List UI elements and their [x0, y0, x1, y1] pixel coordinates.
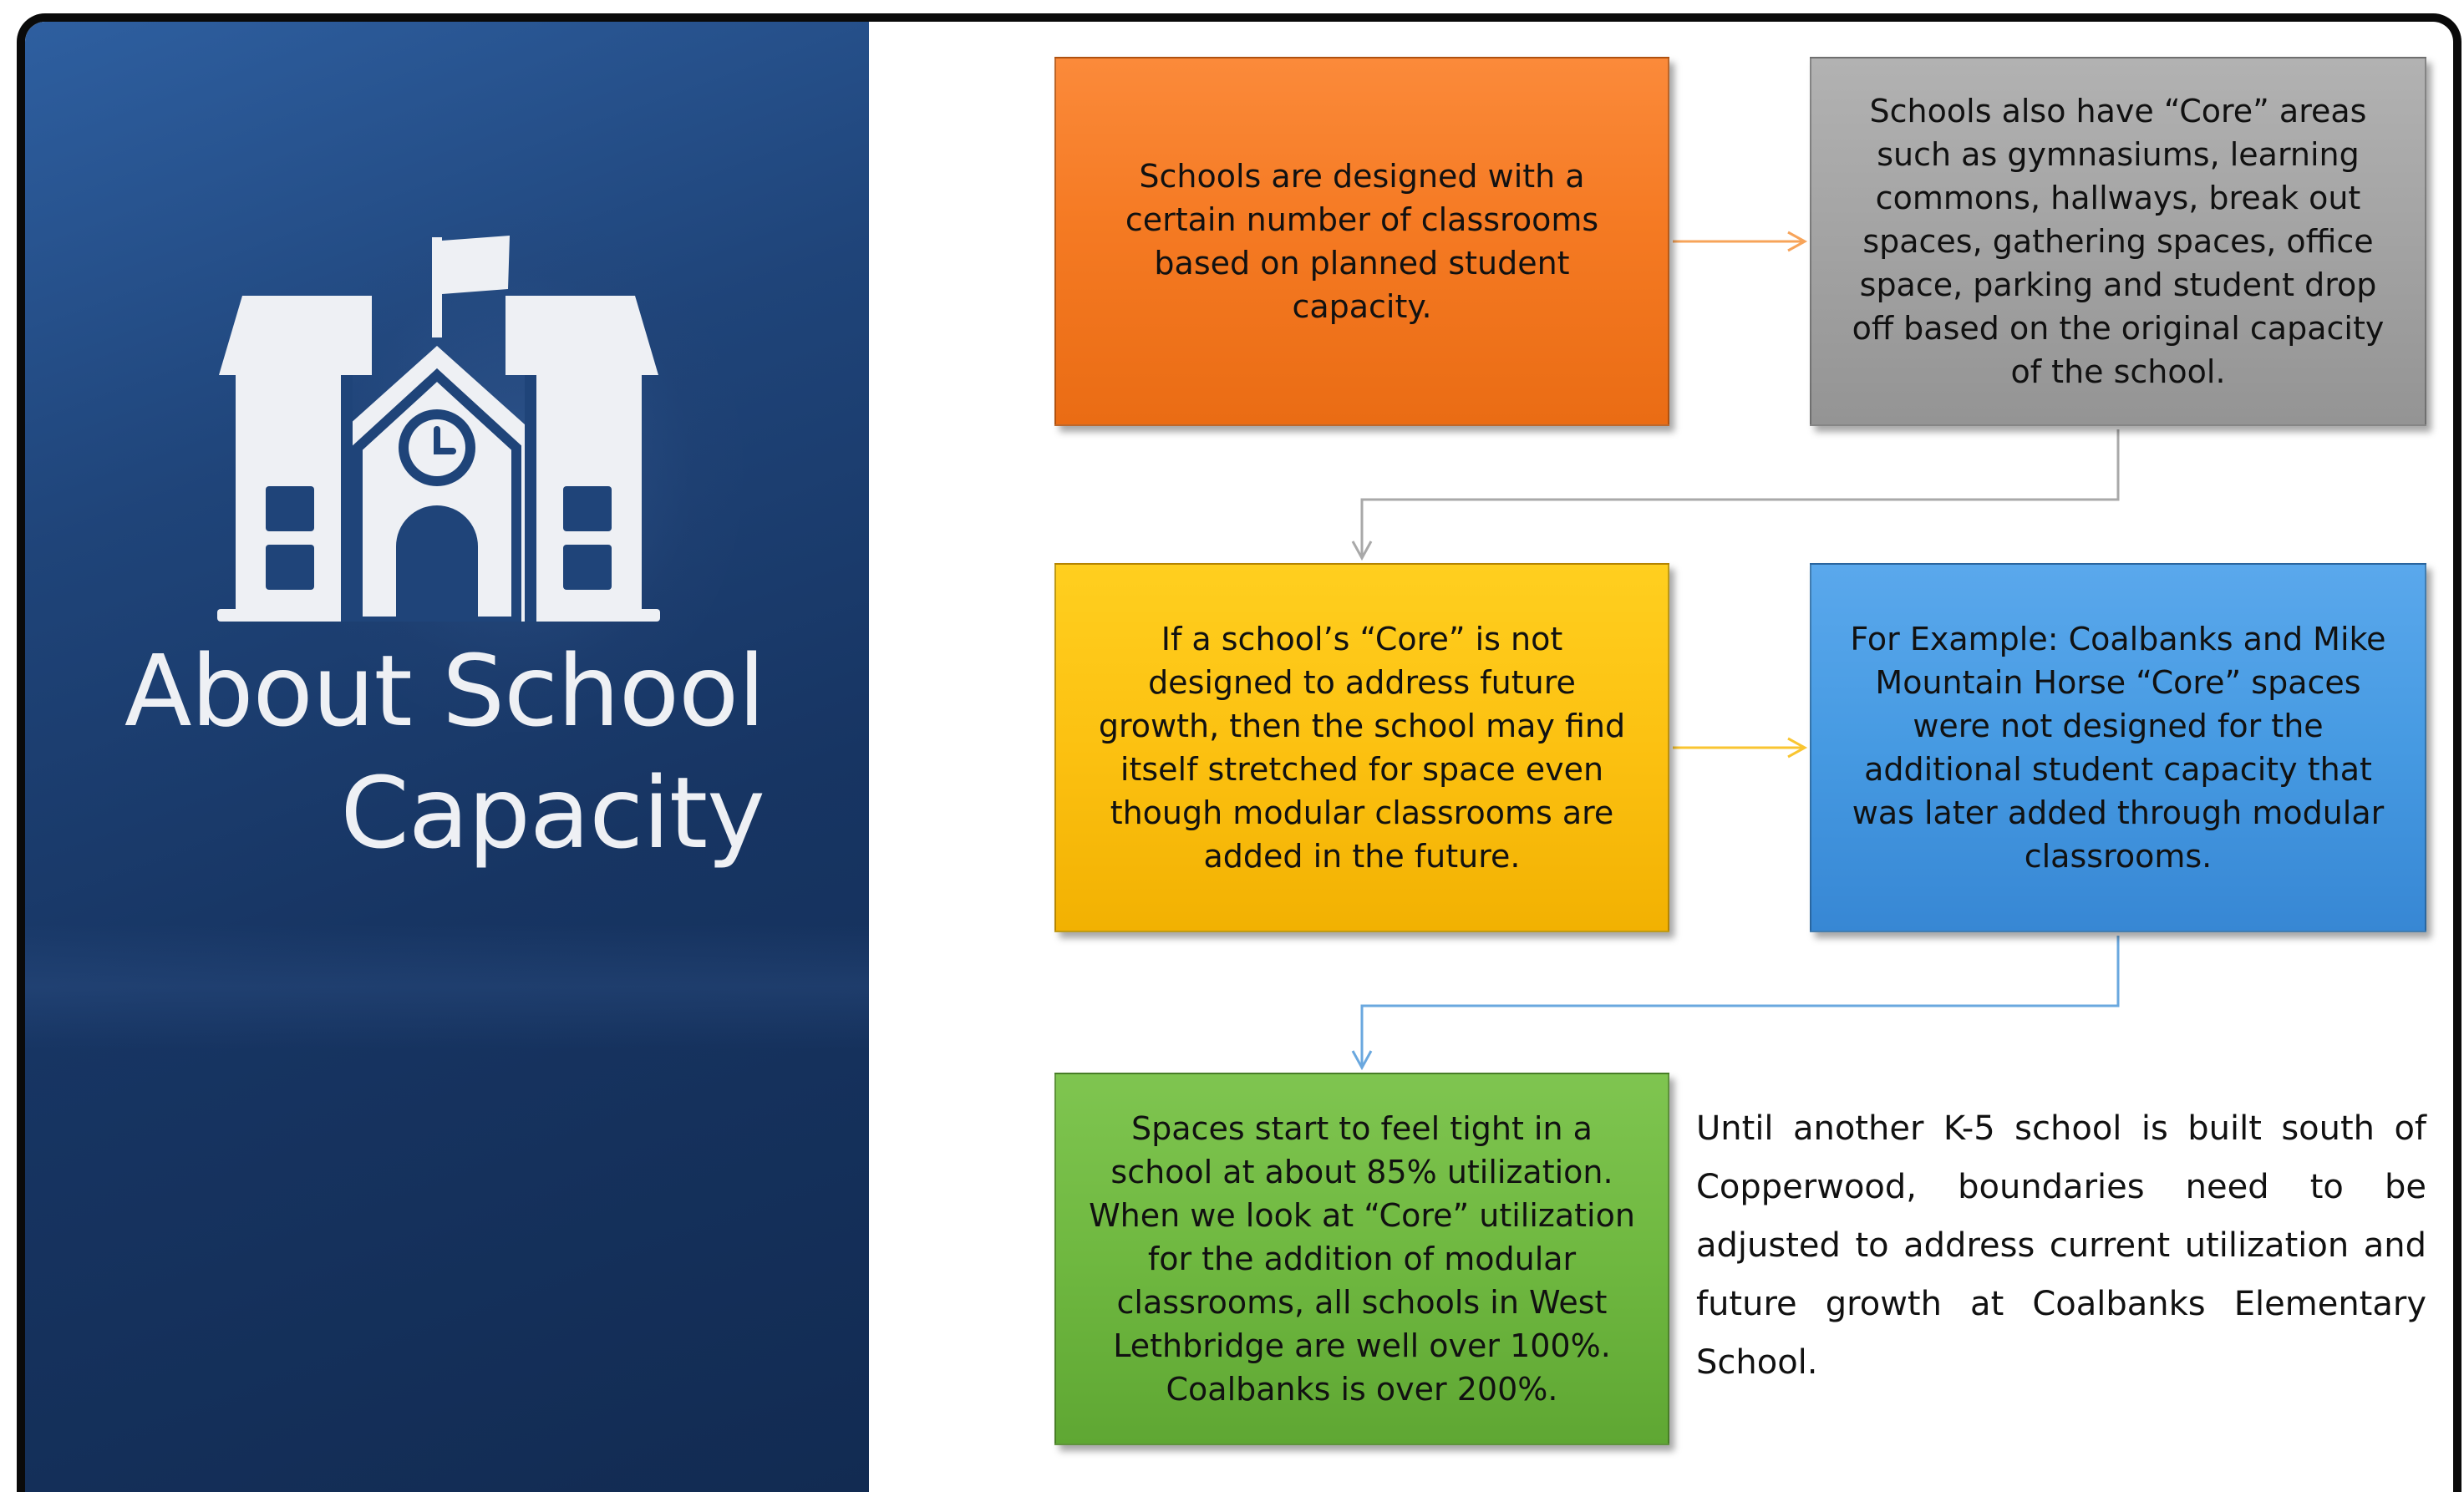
flow-connectors — [1351, 231, 2120, 1071]
title-line-2: Capacity — [340, 755, 765, 870]
background-band — [25, 924, 869, 1049]
flow-box-core-areas-text: Schools also have “Core” areas such as g… — [1852, 93, 2385, 390]
school-building-icon — [217, 236, 660, 622]
boundary-note: Until another K-5 school is built south … — [1696, 1109, 2426, 1382]
arrow-blue-to-green — [1351, 936, 2120, 1071]
slide-title: About School Capacity — [25, 630, 765, 874]
flow-box-designed-classrooms: Schools are designed with a certain numb… — [1054, 57, 1669, 426]
flow-box-example: For Example: Coalbanks and Mike Mountain… — [1810, 563, 2426, 932]
flow-box-core-not-designed: If a school’s “Core” is not designed to … — [1054, 563, 1669, 932]
flow-box-example-text: For Example: Coalbanks and Mike Mountain… — [1850, 621, 2386, 875]
flow-box-designed-classrooms-text: Schools are designed with a certain numb… — [1125, 158, 1599, 325]
slide-frame: About School Capacity Schools are design… — [17, 13, 2461, 1492]
title-line-1: About School — [124, 633, 765, 749]
flow-box-core-areas: Schools also have “Core” areas such as g… — [1810, 57, 2426, 426]
flow-box-core-not-designed-text: If a school’s “Core” is not designed to … — [1098, 621, 1626, 875]
title-panel: About School Capacity — [25, 22, 869, 1492]
arrow-gray-to-yellow — [1351, 429, 2120, 561]
flow-box-utilization-text: Spaces start to feel tight in a school a… — [1089, 1110, 1635, 1408]
flow-box-utilization: Spaces start to feel tight in a school a… — [1054, 1073, 1669, 1445]
